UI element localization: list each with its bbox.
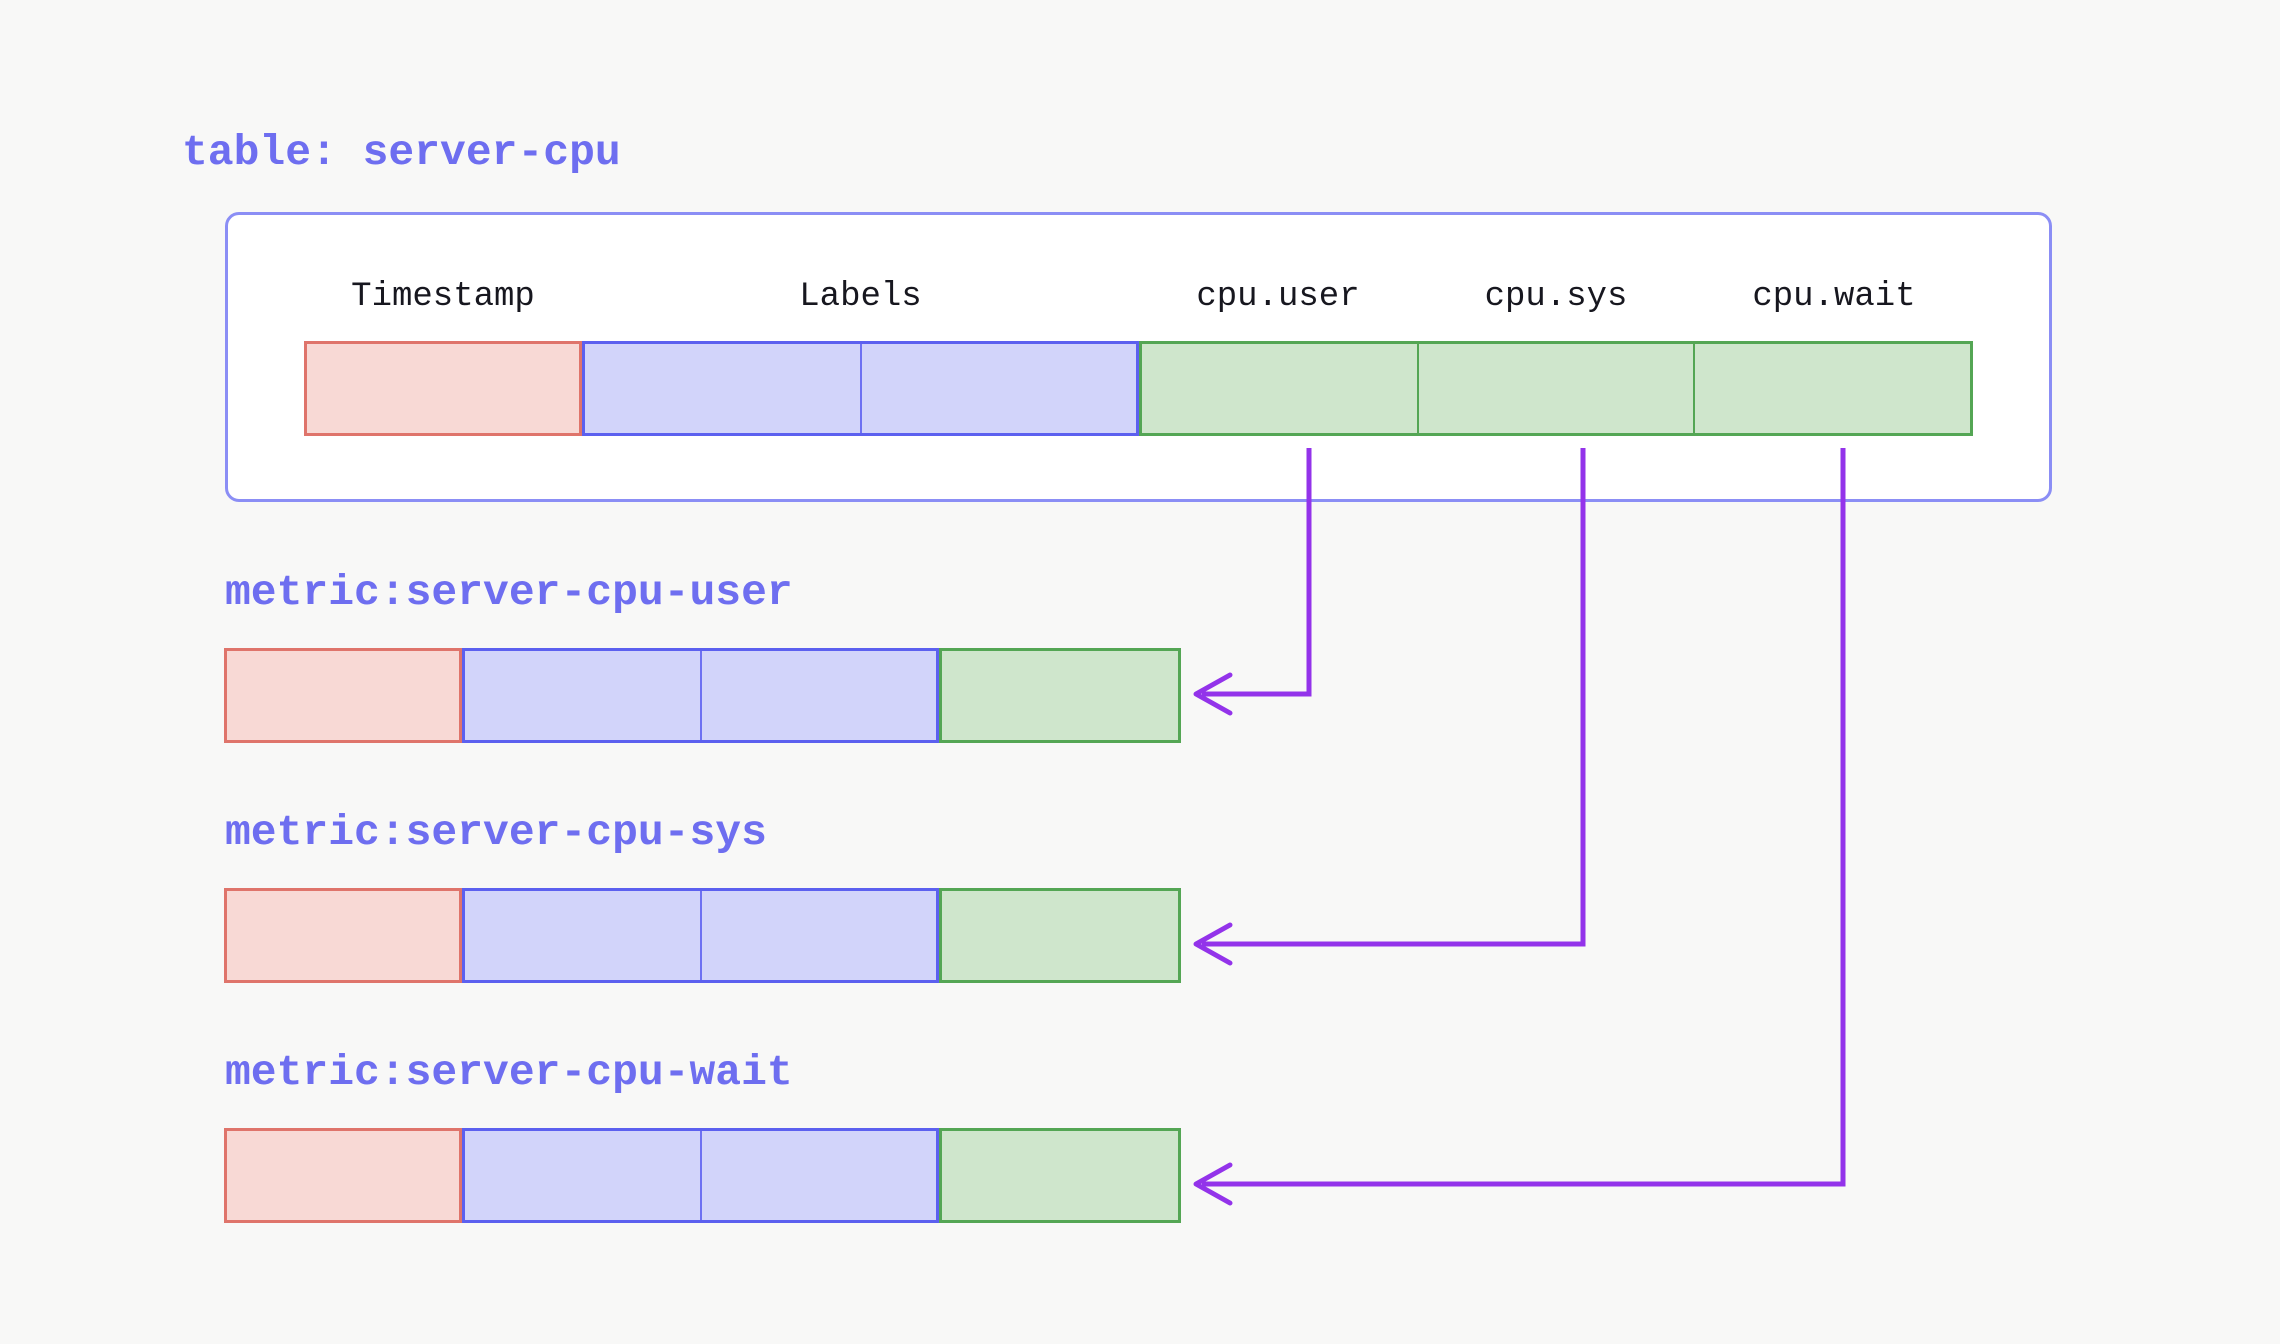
column-header-timestamp: Timestamp	[351, 278, 535, 316]
labels-subcell	[699, 1131, 937, 1220]
timestamp-cell	[224, 1128, 462, 1223]
metric-label-sys: metric:server-cpu-sys	[225, 808, 767, 857]
labels-cell	[462, 888, 939, 983]
labels-subcell	[465, 651, 700, 740]
column-header-cpu-user: cpu.user	[1196, 278, 1360, 316]
table-row	[304, 341, 1973, 436]
metric-label-user: metric:server-cpu-user	[225, 568, 793, 617]
labels-subcell	[859, 344, 1137, 433]
metric-row-sys	[224, 888, 1181, 983]
labels-cell	[462, 1128, 939, 1223]
table-container: Timestamp Labels cpu.user cpu.sys cpu.wa…	[225, 212, 2052, 502]
value-cell	[939, 648, 1181, 743]
labels-subcell	[465, 1131, 700, 1220]
timestamp-cell	[224, 888, 462, 983]
value-cell	[939, 888, 1181, 983]
column-header-cpu-sys: cpu.sys	[1484, 278, 1628, 316]
table-title: table: server-cpu	[182, 128, 621, 177]
cpu-wait-cell	[1693, 344, 1970, 433]
cpu-user-cell	[1142, 344, 1417, 433]
labels-cell	[462, 648, 939, 743]
arrow-cpu-sys	[1193, 448, 1586, 966]
arrow-cpu-wait	[1193, 448, 1846, 1206]
labels-subcell	[585, 344, 860, 433]
table-header-row: Timestamp Labels cpu.user cpu.sys cpu.wa…	[304, 273, 1973, 321]
timestamp-cell	[304, 341, 582, 436]
value-cell	[939, 1128, 1181, 1223]
labels-cell	[582, 341, 1139, 436]
labels-subcell	[699, 891, 937, 980]
timestamp-cell	[224, 648, 462, 743]
labels-subcell	[699, 651, 937, 740]
metric-row-wait	[224, 1128, 1181, 1223]
field-cells	[1139, 341, 1973, 436]
column-header-labels: Labels	[799, 278, 922, 316]
metric-row-user	[224, 648, 1181, 743]
column-header-cpu-wait: cpu.wait	[1752, 278, 1916, 316]
labels-subcell	[465, 891, 700, 980]
cpu-sys-cell	[1416, 344, 1694, 433]
metric-label-wait: metric:server-cpu-wait	[225, 1048, 793, 1097]
